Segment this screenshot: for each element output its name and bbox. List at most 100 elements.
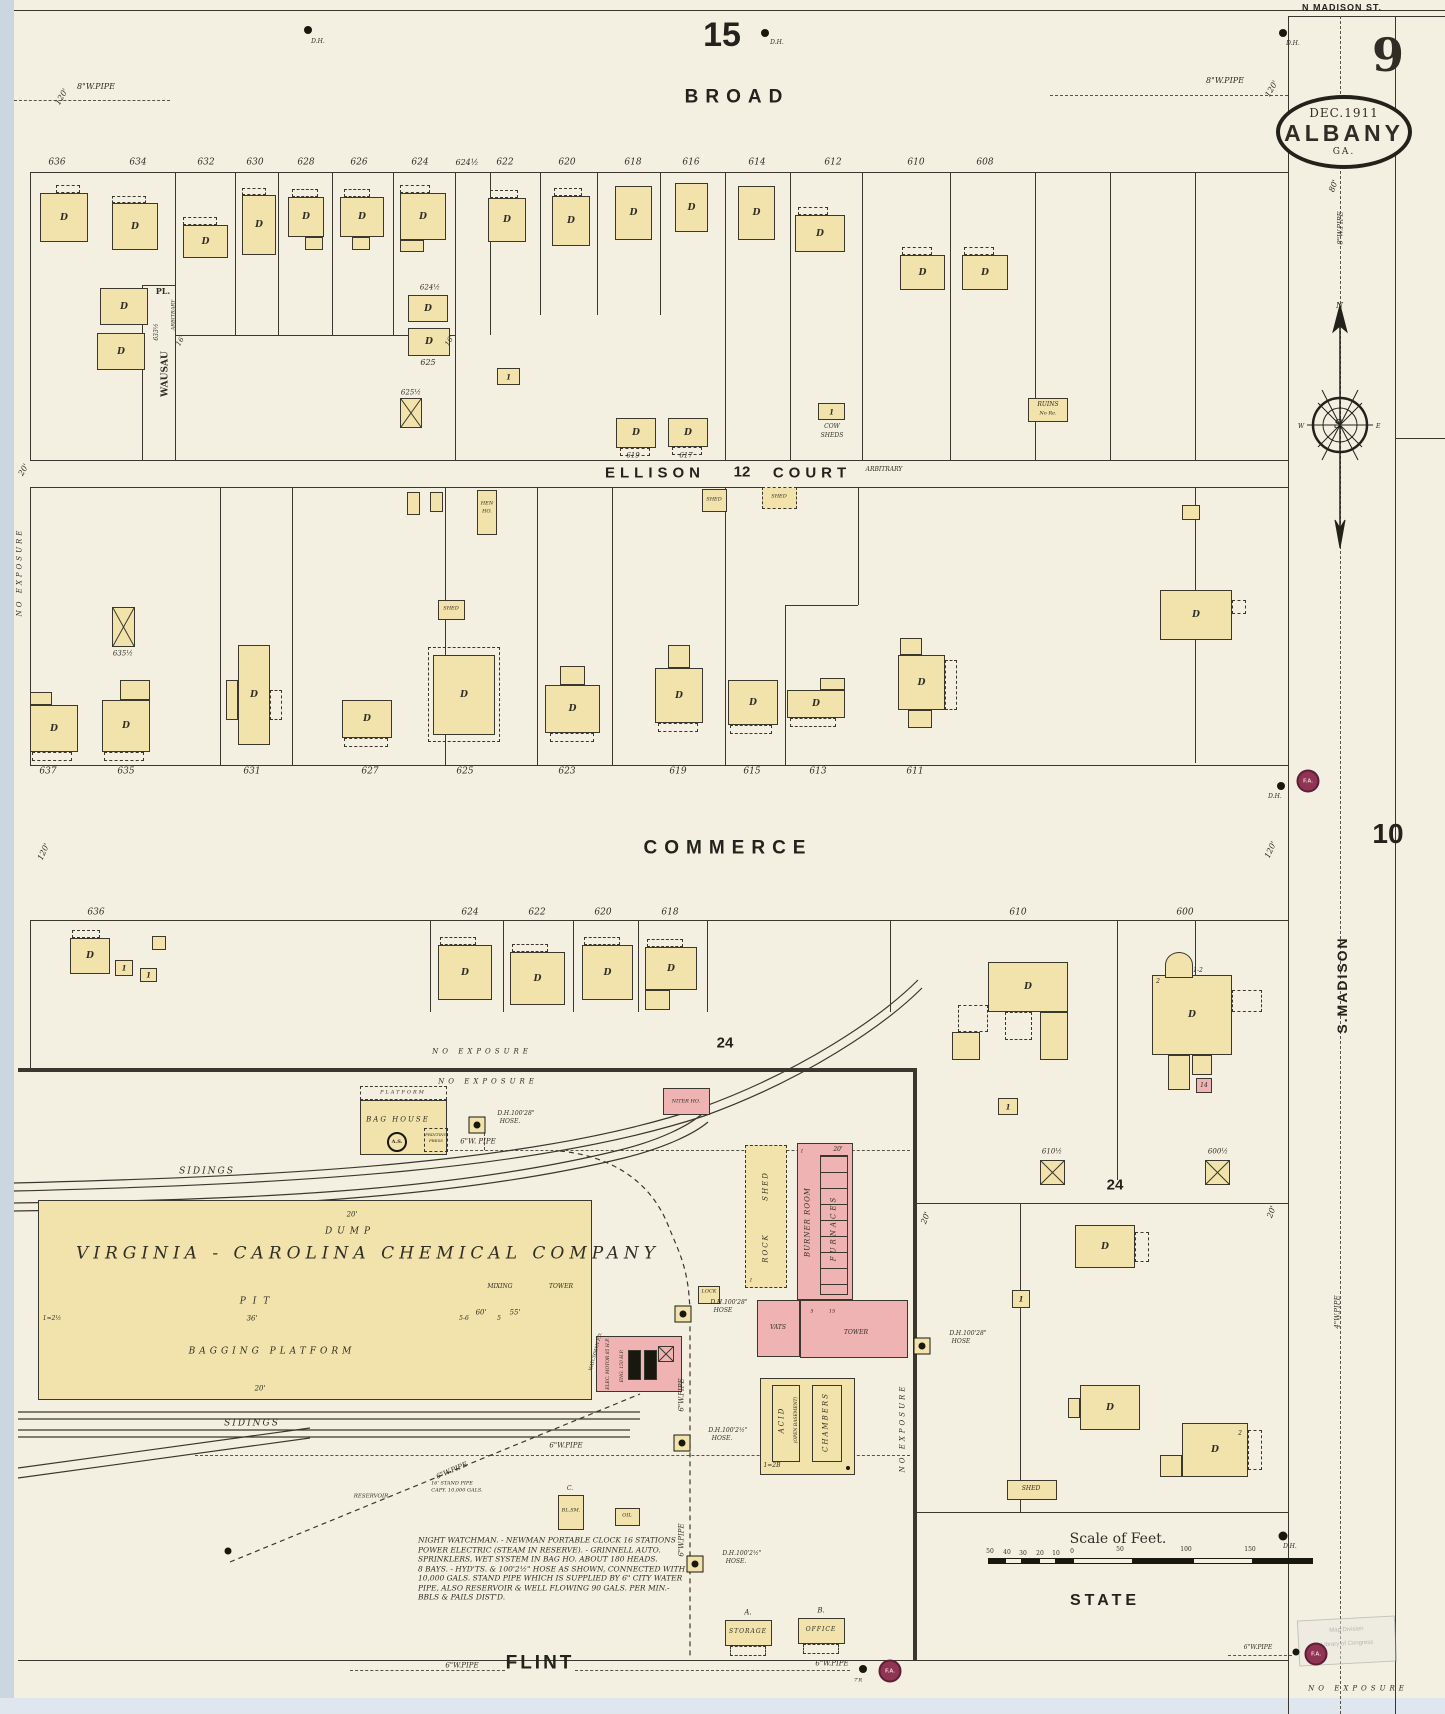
svg-text:W: W [1298,423,1305,430]
building-label: D [419,211,427,222]
railroad-track [13,1113,703,1204]
building-dwelling: D [183,225,228,258]
building [1182,505,1200,520]
building [900,638,922,655]
building-label: D [675,690,683,701]
building-label: D [667,963,675,974]
map-label: 620 [594,907,612,918]
building-dwelling: D [962,255,1008,290]
building-dwelling: D [616,418,656,448]
map-label: 55' [509,1308,521,1317]
map-label: SIDINGS [224,1418,280,1429]
lot-line [30,920,31,1068]
building-dwelling: D [238,645,270,745]
building-label: D [1106,1402,1114,1413]
hose-station-icon [674,1305,692,1323]
lot-line [30,172,1288,173]
scan-edge-left [0,0,14,1714]
map-label: BROAD [684,86,790,108]
map-label: 619 [669,766,687,777]
building-label: D [250,690,258,700]
hose-dot [679,1310,687,1318]
lot-line [913,1203,1288,1204]
cross-mark-icon [1040,1160,1065,1185]
building [663,1088,710,1115]
building [400,240,424,252]
scale-tick-label: 50 [1116,1546,1124,1553]
map-label: COURT [772,464,852,482]
map-label: B. [817,1606,825,1615]
building [554,188,582,196]
water-pipe-line [450,1150,910,1151]
map-label: CHAMBERS [821,1391,830,1453]
building-label: 1 [1005,1102,1011,1111]
map-label: 619 [626,451,640,460]
lot-line [1395,438,1445,439]
water-pipe-line [484,1133,485,1150]
building: 1 [1012,1290,1030,1308]
building-dwelling: D [400,193,446,240]
lot-line [638,920,639,1012]
map-label: HOSE. [499,1118,521,1125]
lot-line [890,920,891,1012]
building [668,645,690,668]
building-label: D [255,220,263,230]
map-label: No Re. [1039,410,1057,417]
building-label: D [503,215,511,225]
map-label: 637 [39,766,57,777]
lot-line [142,285,175,286]
double-hydrant-dot [761,29,769,37]
map-label: 24 [716,1034,734,1052]
building-label: D [752,208,761,218]
building-label: D [60,212,68,223]
map-label: D.H. [770,39,784,46]
building-label: D [567,216,575,226]
map-label: NO EXPOSURE [898,1383,907,1473]
map-label: 20' [254,1384,266,1393]
double-hydrant-dot [1279,29,1287,37]
building [72,930,100,938]
building [730,1646,766,1656]
building [820,1155,848,1295]
map-label: COMMERCE [643,837,813,859]
map-label: 15 [703,16,741,54]
building [360,1086,447,1100]
building-dwelling: D [787,690,845,718]
map-label: BAG HOUSE [366,1115,430,1124]
railroad-track [13,987,923,1192]
map-label: POWER ELECTRIC (STEAM IN RESERVE). - GRI… [418,1545,661,1555]
map-label: 616 [682,157,700,168]
lot-line [393,172,394,335]
map-label: TOWER [844,1329,868,1336]
building-label: D [812,699,820,709]
map-label: FURNACES [829,1194,838,1262]
building-label: D [122,721,130,731]
map-label: SHED [443,605,459,612]
building [344,189,370,197]
lot-line [332,172,333,335]
lot-line [455,172,456,460]
building [112,196,146,203]
map-label: STATE [1069,1592,1141,1609]
svg-text:N: N [1335,301,1344,310]
building-dwelling: D [898,655,945,710]
scale-segment [1056,1558,1073,1564]
water-pipe-line [195,1455,910,1456]
map-label: 6"W.PIPE [815,1659,849,1668]
double-hydrant-dot [1278,1531,1288,1541]
building [550,733,594,742]
building [803,1644,839,1654]
building-dwelling: D [342,700,392,738]
building [725,1620,772,1646]
building [672,447,702,455]
lot-line [30,487,1288,488]
building [270,690,282,720]
lot-line [278,172,279,335]
map-label: 12 [733,463,751,481]
map-label: 4"W.PIPE [1333,1295,1342,1329]
map-label: PL. [155,286,171,296]
scale-tick-label: 100 [1180,1546,1192,1553]
lot-line [725,487,726,765]
map-label: PIT [239,1296,277,1307]
map-label: 20' [346,1210,358,1219]
